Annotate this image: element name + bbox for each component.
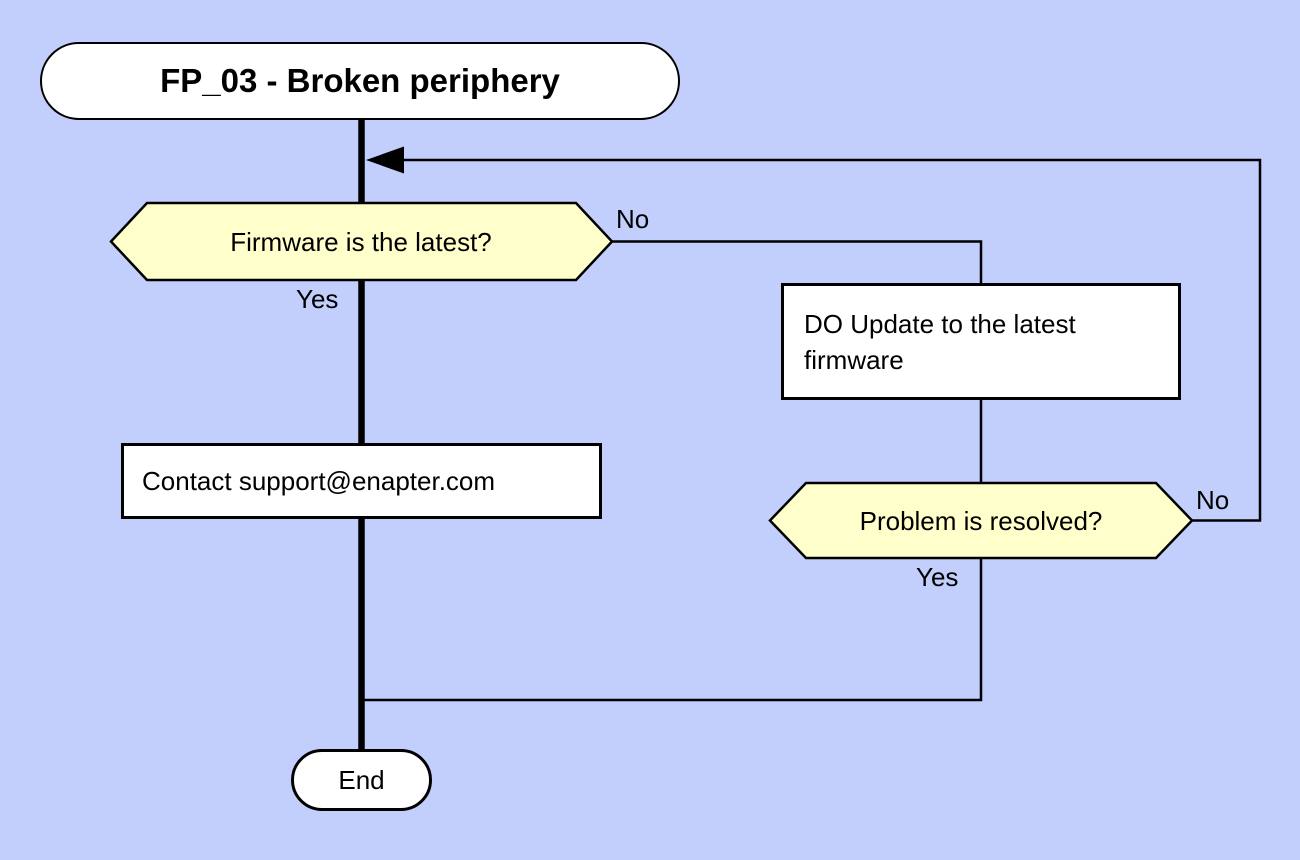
edge-label-resolved-yes: Yes — [916, 562, 959, 592]
process-update-node: DO Update to the latest firmware — [781, 283, 1181, 400]
start-node-label: FP_03 - Broken periphery — [160, 62, 560, 99]
decision-resolved-label: Problem is resolved? — [859, 505, 1103, 536]
end-node: End — [291, 749, 432, 811]
loop-arrowhead-icon — [366, 146, 404, 174]
decision-firmware-shape — [109, 201, 614, 282]
process-update-label: DO Update to the latest firmware — [804, 308, 1076, 375]
edge-firmware-no — [611, 240, 983, 285]
decision-resolved-shape — [768, 481, 1194, 560]
process-contact-node: Contact support@enapter.com — [121, 443, 602, 519]
end-node-label: End — [338, 765, 385, 795]
decision-firmware-label: Firmware is the latest? — [230, 226, 492, 257]
edge-label-firmware-yes: Yes — [296, 284, 339, 314]
edge-label-resolved-no: No — [1196, 485, 1230, 515]
edge-label-firmware-no: No — [616, 204, 650, 234]
process-contact-label: Contact support@enapter.com — [142, 466, 496, 496]
start-node: FP_03 - Broken periphery — [40, 42, 680, 120]
edge-resolved-no-loop — [403, 158, 1262, 522]
edge-resolved-yes — [364, 556, 983, 702]
